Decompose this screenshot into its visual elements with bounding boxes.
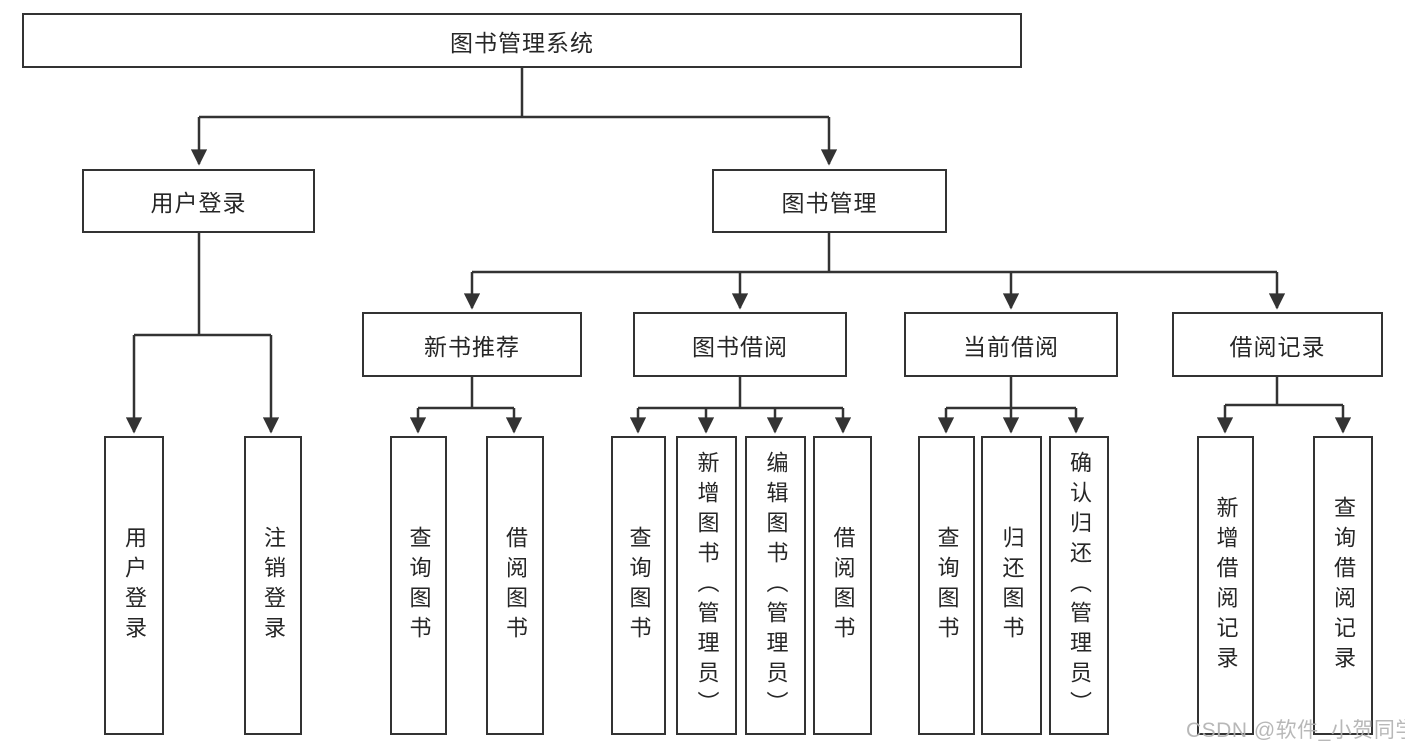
leaf-add-book-admin: 新增图书（管理员） [676,436,737,735]
leaf-query-borrow-record-label: 查询借阅记录 [1331,495,1356,676]
leaf-logout: 注销登录 [244,436,302,735]
node-new-book-recommend-label: 新书推荐 [424,333,520,360]
leaf-edit-book-admin-label: 编辑图书（管理员） [763,450,789,721]
leaf-borrow-books-recommend-label: 借阅图书 [503,525,528,646]
node-book-management: 图书管理 [712,169,947,233]
node-user-login: 用户登录 [82,169,315,233]
leaf-borrow-books-borrowing: 借阅图书 [813,436,872,735]
leaf-query-books-borrowing: 查询图书 [611,436,666,735]
leaf-borrow-books-borrowing-label: 借阅图书 [830,525,856,646]
leaf-user-login: 用户登录 [104,436,164,735]
leaf-borrow-books-recommend: 借阅图书 [486,436,544,735]
node-borrowing-records: 借阅记录 [1172,312,1383,377]
leaf-user-login-label: 用户登录 [122,525,147,646]
node-book-borrowing: 图书借阅 [633,312,847,377]
leaf-query-books-recommend-label: 查询图书 [406,525,432,646]
node-current-borrowing-label: 当前借阅 [963,333,1059,360]
leaf-query-borrow-record: 查询借阅记录 [1313,436,1373,735]
node-root: 图书管理系统 [22,13,1022,68]
node-book-management-label: 图书管理 [781,190,878,216]
node-current-borrowing: 当前借阅 [904,312,1118,377]
leaf-edit-book-admin: 编辑图书（管理员） [745,436,806,735]
leaf-query-books-borrowing-label: 查询图书 [626,525,652,646]
leaf-return-book-label: 归还图书 [999,525,1025,646]
leaf-confirm-return-admin-label: 确认归还（管理员） [1067,450,1092,721]
leaf-confirm-return-admin: 确认归还（管理员） [1049,436,1109,735]
node-new-book-recommend: 新书推荐 [362,312,582,377]
leaf-add-borrow-record-label: 新增借阅记录 [1213,495,1239,676]
node-root-label: 图书管理系统 [450,29,594,56]
leaf-query-books-current: 查询图书 [918,436,975,735]
node-user-login-label: 用户登录 [150,190,247,216]
leaf-add-borrow-record: 新增借阅记录 [1197,436,1254,735]
leaf-query-books-recommend: 查询图书 [390,436,447,735]
leaf-return-book: 归还图书 [981,436,1042,735]
leaf-logout-label: 注销登录 [261,525,286,646]
leaf-add-book-admin-label: 新增图书（管理员） [694,450,720,721]
csdn-watermark: CSDN @软件_小贺同学 [1186,719,1405,742]
leaf-query-books-current-label: 查询图书 [934,525,960,646]
node-book-borrowing-label: 图书借阅 [692,333,788,360]
node-borrowing-records-label: 借阅记录 [1229,333,1326,360]
